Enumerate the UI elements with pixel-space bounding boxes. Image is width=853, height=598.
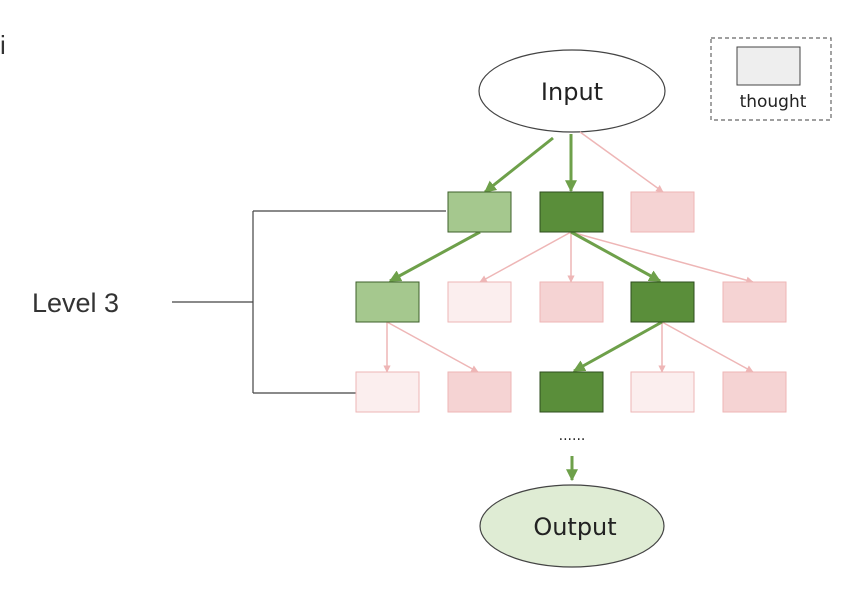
thoughts-level-1: [447, 191, 695, 233]
continuation-dots: ......: [559, 428, 586, 444]
input-ellipse: [478, 49, 666, 133]
edge-l1left-to-l2a: [388, 230, 481, 283]
thought-l3-c: [539, 371, 604, 413]
output-ellipse: [479, 484, 665, 568]
legend-border: [710, 37, 832, 121]
input-node: Input: [478, 49, 666, 133]
selected-edges: [388, 134, 663, 482]
legend-thought-box: [736, 46, 801, 86]
rejected-edges: [383, 131, 754, 373]
thought-l3-a: [355, 371, 420, 413]
corner-glyph: i: [0, 30, 6, 60]
thought-l2-e: [722, 281, 787, 323]
level-bracket: [172, 210, 446, 394]
thoughts-level-3: [355, 371, 787, 413]
thought-l2-c: [539, 281, 604, 323]
legend: thought: [710, 37, 832, 121]
edge-l1mid-to-l2b: [479, 231, 572, 283]
edge-l2d-to-l3c: [572, 320, 663, 373]
level-label: Level 3: [32, 288, 119, 318]
edge-input-to-l1-right: [579, 131, 664, 193]
thought-l1-mid: [539, 191, 604, 233]
thought-l1-left: [447, 191, 512, 233]
thought-l3-e: [722, 371, 787, 413]
edge-l1mid-to-l2e: [570, 231, 754, 284]
thought-l1-right: [630, 191, 695, 233]
edge-l1mid-to-l2d: [570, 230, 662, 283]
thought-l3-b: [447, 371, 512, 413]
output-label: Output: [533, 513, 616, 541]
thoughts-level-2: [355, 281, 787, 323]
edge-l2a-to-l3b: [386, 321, 479, 373]
thought-l2-b: [447, 281, 512, 323]
output-node: Output: [479, 484, 665, 568]
edge-input-to-l1-left: [484, 136, 554, 194]
input-label: Input: [541, 78, 603, 106]
edge-l2d-to-l3e: [661, 321, 754, 373]
legend-label: thought: [740, 92, 807, 112]
thought-l2-d: [630, 281, 695, 323]
thought-l2-a: [355, 281, 420, 323]
thought-l3-d: [630, 371, 695, 413]
